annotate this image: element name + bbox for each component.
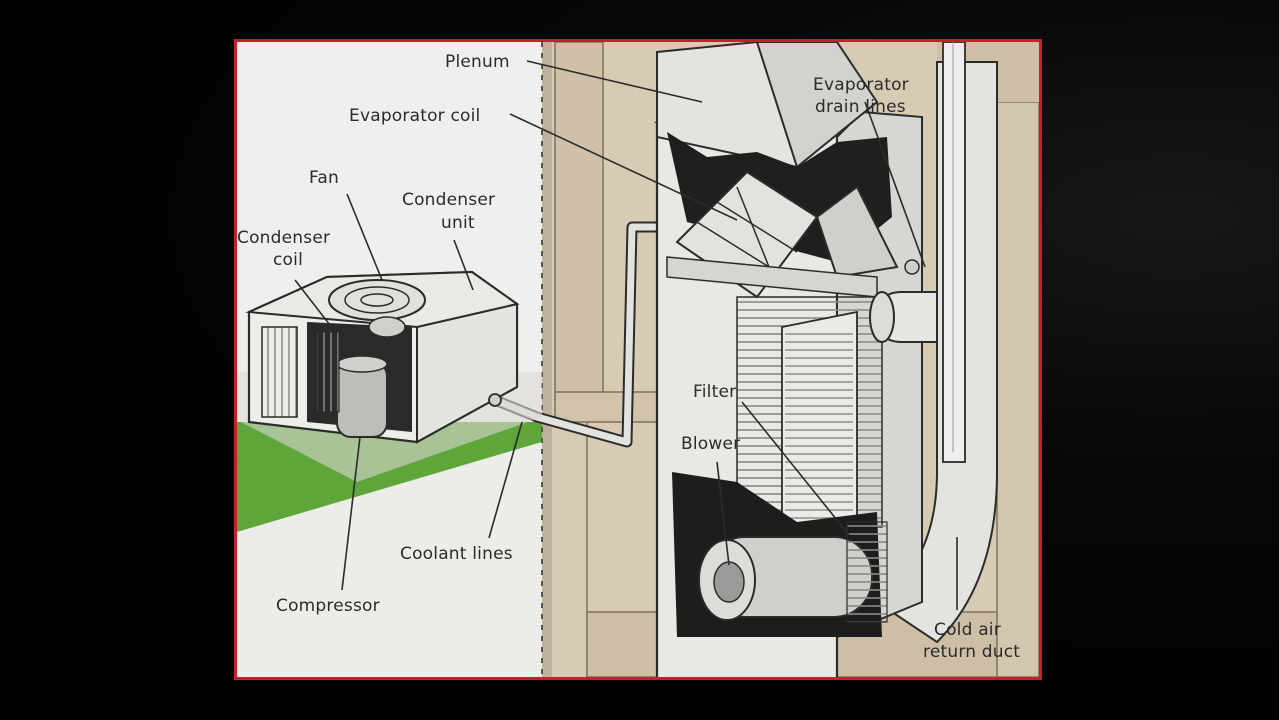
label-evaporator-drain-lines-line2: drain lines	[815, 97, 906, 117]
hvac-illustration	[237, 42, 1039, 677]
compressor-body	[336, 361, 388, 438]
label-fan: Fan	[309, 168, 340, 188]
hvac-diagram-frame: Plenum Evaporator coil Evaporator drain …	[234, 39, 1042, 680]
label-condenser-coil-line2: coil	[273, 250, 303, 270]
label-plenum: Plenum	[445, 52, 510, 72]
label-condenser-unit-line2: unit	[441, 213, 475, 233]
label-blower: Blower	[681, 434, 741, 454]
label-condenser-unit-line1: Condenser	[402, 190, 496, 210]
label-evaporator-drain-lines-line1: Evaporator	[813, 75, 909, 95]
label-cold-air-return-duct-line2: return duct	[923, 642, 1021, 662]
label-evaporator-coil: Evaporator coil	[349, 106, 481, 126]
leader-lines	[294, 60, 958, 610]
label-cold-air-return-duct-line1: Cold air	[934, 620, 1001, 640]
label-compressor: Compressor	[276, 596, 380, 616]
label-condenser-coil-line1: Condenser	[237, 228, 331, 248]
label-coolant-lines: Coolant lines	[400, 544, 513, 564]
label-filter: Filter	[693, 382, 737, 402]
